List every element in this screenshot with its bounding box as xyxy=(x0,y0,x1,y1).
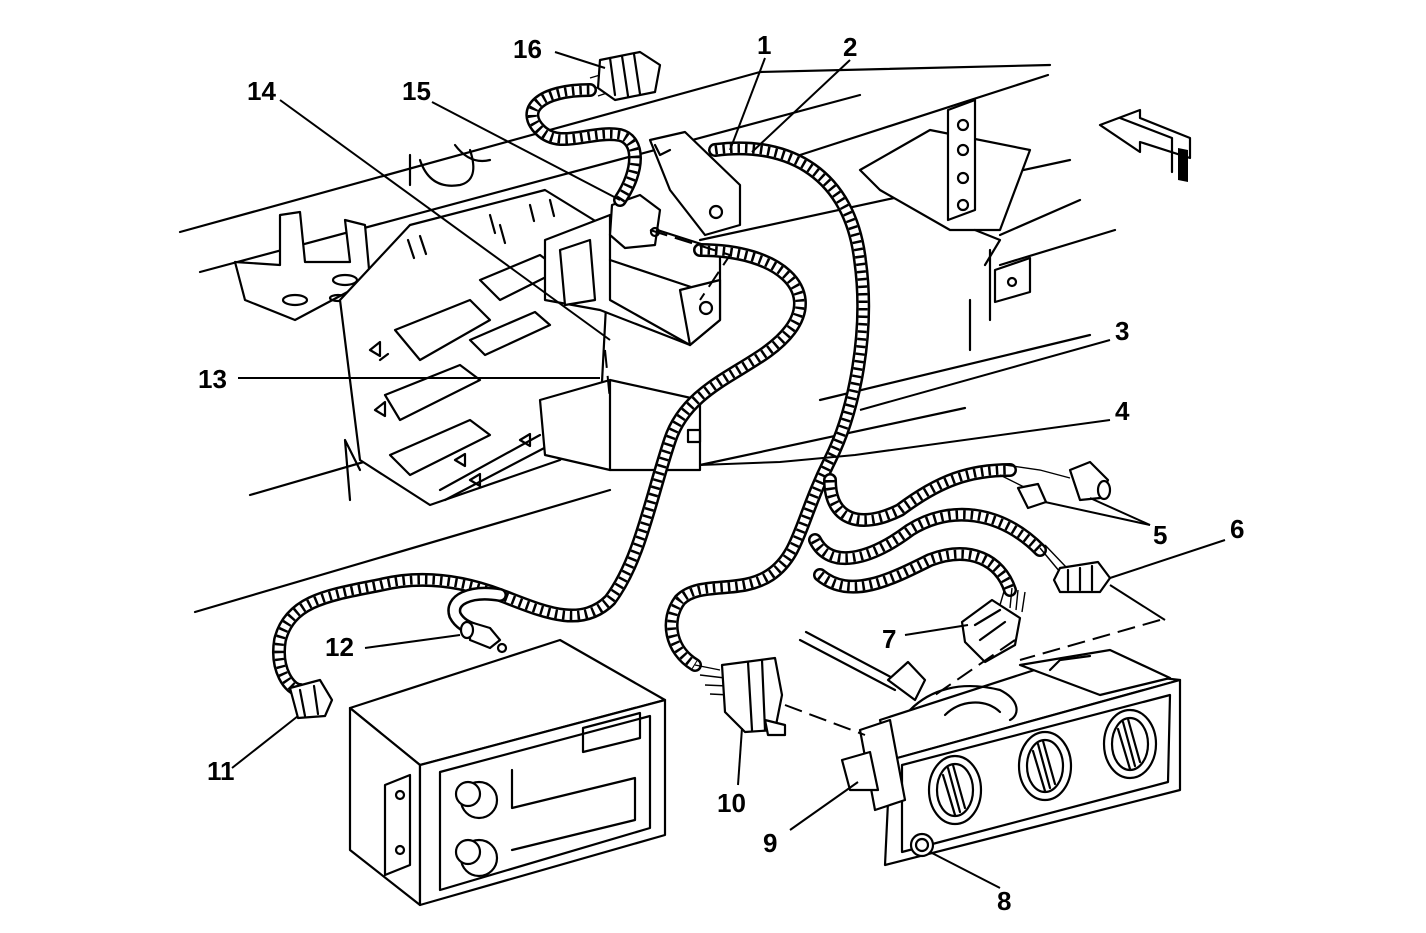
callout-12: 12 xyxy=(325,632,354,662)
callout-4: 4 xyxy=(1115,396,1130,426)
callout-labels: 1 2 3 4 5 6 7 8 9 10 11 12 13 14 15 16 xyxy=(198,30,1244,916)
callout-7: 7 xyxy=(882,624,896,654)
instrument-panel-structure xyxy=(178,63,1117,614)
connection-dashes xyxy=(604,229,1166,736)
callout-14: 14 xyxy=(247,76,276,106)
forward-direction-arrow-icon xyxy=(1098,108,1192,182)
callout-11: 11 xyxy=(207,756,235,786)
callout-9: 9 xyxy=(763,828,777,858)
callout-2: 2 xyxy=(843,32,857,62)
callout-13: 13 xyxy=(198,364,227,394)
callout-16: 16 xyxy=(513,34,542,64)
callout-8: 8 xyxy=(997,886,1011,916)
callout-3: 3 xyxy=(1115,316,1129,346)
left-control-module xyxy=(348,638,667,907)
wiring-harness xyxy=(272,71,1071,697)
callout-6: 6 xyxy=(1230,514,1244,544)
callout-5: 5 xyxy=(1153,520,1167,550)
callout-10: 10 xyxy=(717,788,746,818)
hvac-control-head xyxy=(798,630,1182,867)
callout-15: 15 xyxy=(402,76,431,106)
callout-1: 1 xyxy=(757,30,771,60)
callout-leaders xyxy=(231,51,1226,889)
connectors xyxy=(288,50,1112,737)
